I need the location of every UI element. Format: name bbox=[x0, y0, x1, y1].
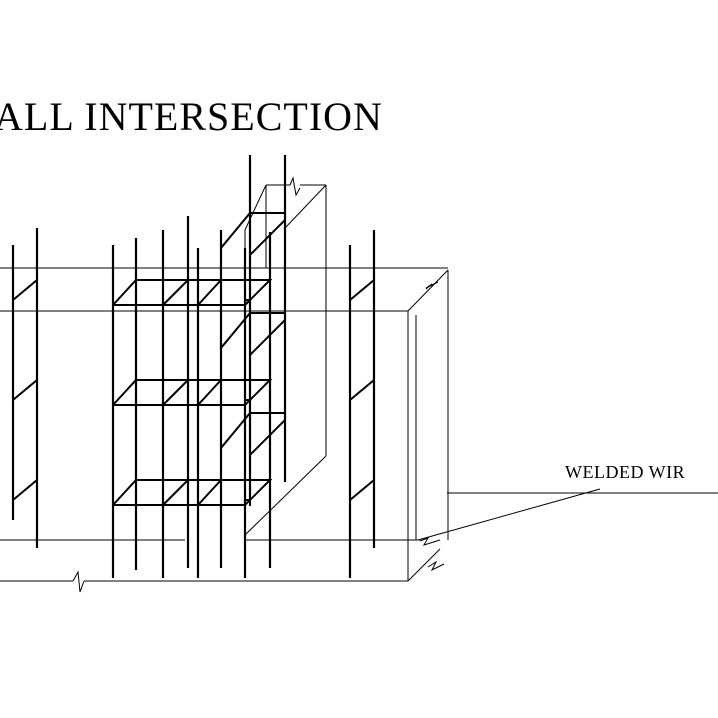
cage-frames bbox=[112, 212, 286, 506]
wall-ties bbox=[12, 279, 375, 501]
callout-label: WELDED WIR bbox=[565, 462, 685, 482]
main-wall-outline bbox=[0, 267, 449, 593]
drawing-title: ALL INTERSECTION bbox=[0, 94, 383, 139]
vertical-rebars bbox=[11, 155, 376, 578]
welded-wire-callout: WELDED WIR bbox=[417, 462, 718, 541]
